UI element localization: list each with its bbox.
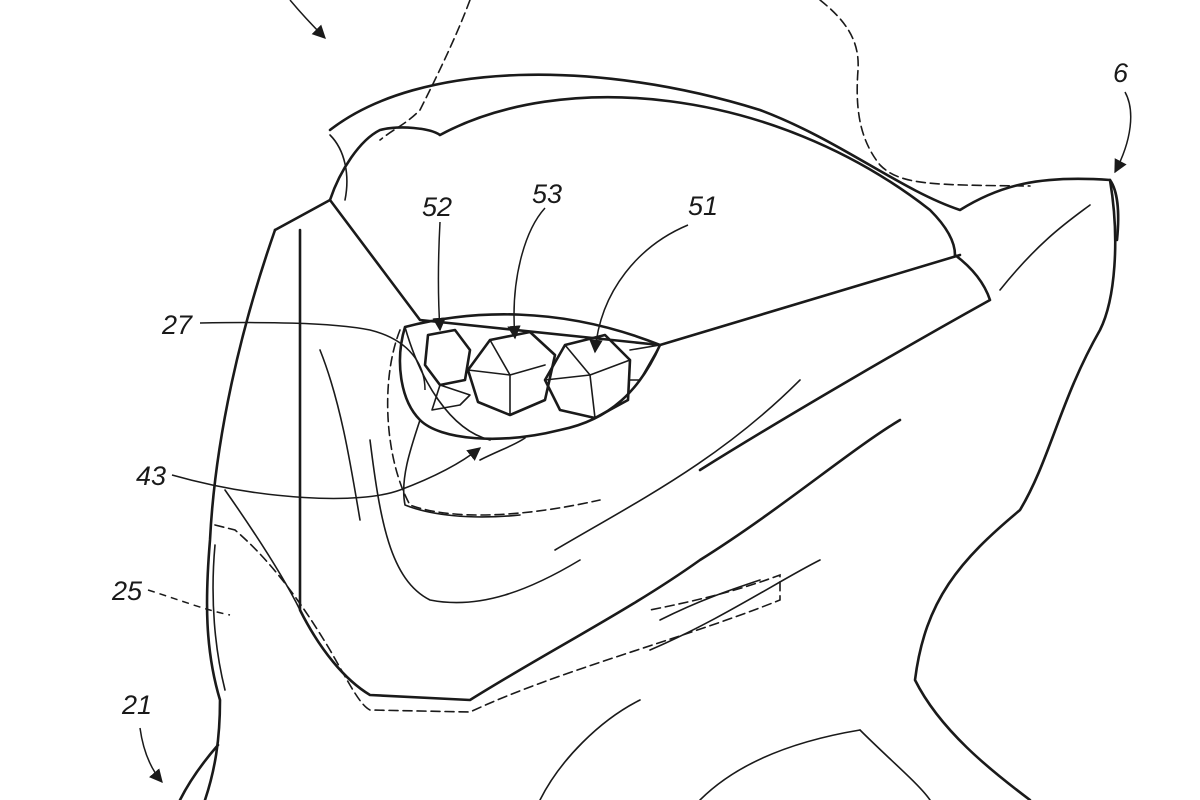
leader-25 (147, 589, 231, 616)
label-43: 43 (136, 461, 166, 491)
leader-43 (171, 447, 482, 500)
lens-cluster (423, 328, 661, 420)
label-51: 51 (688, 191, 718, 221)
headlamp-housing (386, 313, 662, 518)
label-27: 27 (161, 310, 193, 340)
leader-lines (139, 0, 1132, 784)
label-6: 6 (1113, 58, 1129, 88)
lens-51-shape (543, 333, 632, 420)
label-21: 21 (121, 690, 152, 720)
label-52: 52 (422, 192, 452, 222)
label-25: 25 (111, 576, 143, 606)
lens-53-shape (466, 330, 557, 417)
leader-21 (139, 727, 163, 784)
windshield-outline (328, 0, 1120, 800)
reference-labels: 6 52 53 51 27 43 25 21 (111, 58, 1129, 720)
lens-52-shape (423, 328, 472, 387)
upper-cowl (273, 95, 1091, 472)
lower-fascia (178, 228, 931, 800)
leader-27 (199, 321, 426, 391)
leader-6 (1114, 91, 1132, 174)
leader-51 (589, 224, 689, 354)
leader-53 (507, 207, 546, 340)
leader-52 (432, 221, 446, 332)
label-53: 53 (532, 179, 562, 209)
leader-top-arrow (289, 0, 326, 39)
